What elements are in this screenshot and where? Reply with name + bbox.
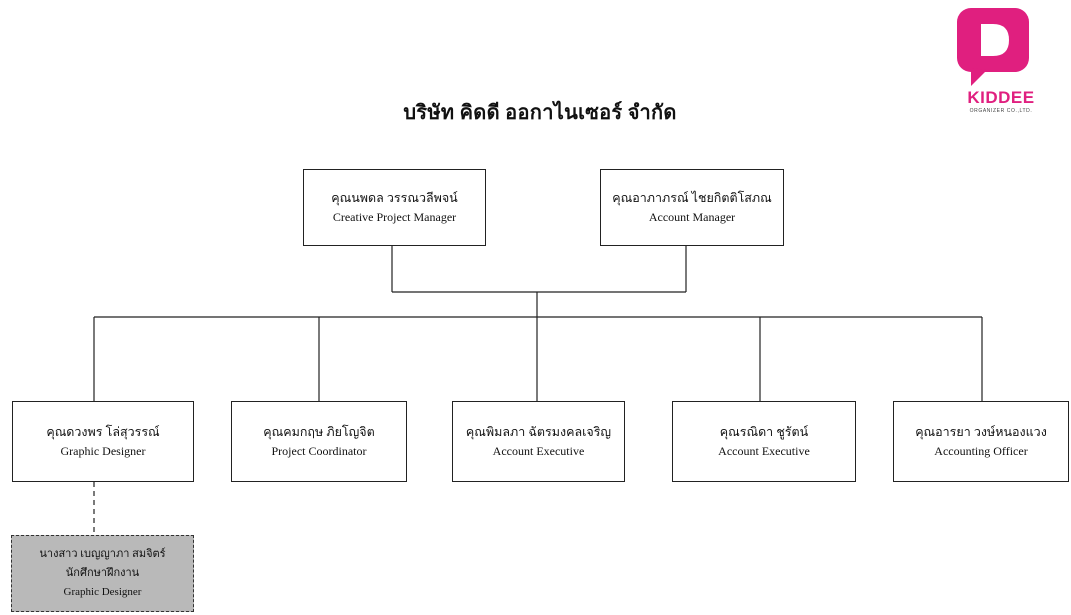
person-name: คุณคมกฤษ ภิยโญจิต (263, 424, 375, 439)
manager-box-account: คุณอาภาภรณ์ ไชยกิตติโสภณ Account Manager (600, 169, 784, 246)
person-name: คุณดวงพร โล่สุวรรณ์ (46, 424, 160, 439)
person-role: Creative Project Manager (332, 209, 457, 224)
person-role: Account Manager (648, 209, 736, 224)
staff-box-account-executive-2: คุณรณิดา ชูรัตน์ Account Executive (672, 401, 856, 482)
person-name: คุณนพดล วรรณวลีพจน์ (331, 190, 458, 205)
intern-box: นางสาว เบญญาภา สมจิตร์ นักศึกษาฝึกงาน Gr… (11, 535, 194, 612)
intern-position: นักศึกษาฝึกงาน (65, 567, 140, 580)
intern-name: นางสาว เบญญาภา สมจิตร์ (39, 548, 166, 561)
staff-box-graphic-designer: คุณดวงพร โล่สุวรรณ์ Graphic Designer (12, 401, 194, 482)
person-role: Account Executive (718, 443, 810, 458)
logo-sub-text: ORGANIZER CO.,LTD. (969, 108, 1033, 114)
logo-brand-text: KIDDEE (967, 88, 1035, 107)
staff-box-accounting-officer: คุณอารยา วงษ์หนองแวง Accounting Officer (893, 401, 1069, 482)
person-name: คุณรณิดา ชูรัตน์ (719, 424, 809, 439)
person-name: คุณอาภาภรณ์ ไชยกิตติโสภณ (612, 190, 772, 205)
person-role: Project Coordinator (271, 443, 367, 458)
person-name: คุณอารยา วงษ์หนองแวง (915, 424, 1047, 439)
person-role: Graphic Designer (60, 443, 146, 458)
page-title: บริษัท คิดดี ออกาไนเซอร์ จำกัด (403, 102, 677, 124)
person-role: Account Executive (492, 443, 585, 458)
person-role: Accounting Officer (934, 443, 1028, 458)
staff-box-project-coordinator: คุณคมกฤษ ภิยโญจิต Project Coordinator (231, 401, 407, 482)
staff-box-account-executive-1: คุณพิมลภา ฉัตรมงคลเจริญ Account Executiv… (452, 401, 625, 482)
intern-role: Graphic Designer (63, 585, 142, 598)
kiddee-logo-icon (957, 8, 1029, 86)
manager-box-creative: คุณนพดล วรรณวลีพจน์ Creative Project Man… (303, 169, 486, 246)
company-logo: KIDDEE ORGANIZER CO.,LTD. (955, 8, 1051, 118)
person-name: คุณพิมลภา ฉัตรมงคลเจริญ (465, 424, 612, 439)
